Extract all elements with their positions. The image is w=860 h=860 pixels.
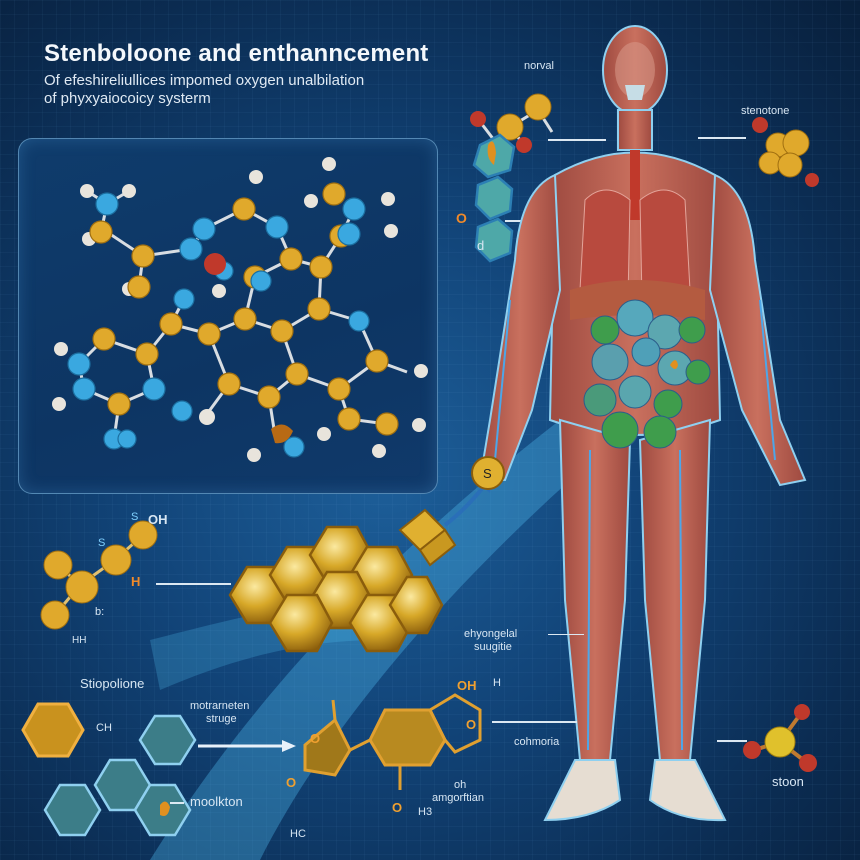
- struct-o-left: O: [310, 731, 321, 746]
- label-stoon: stoon: [772, 774, 804, 789]
- struct-o-bottom: O: [392, 800, 403, 815]
- label-ch: CH: [96, 722, 112, 734]
- chain-s1-label: S: [131, 511, 139, 523]
- anatomical-body-figure: [478, 25, 807, 822]
- struct-oh-top: OH: [457, 678, 477, 693]
- chain-molecule-icon: [40, 520, 158, 630]
- arrow-right-icon: [198, 740, 296, 752]
- leader-line: [493, 721, 543, 722]
- leader-line: [170, 802, 184, 804]
- molecule-panel: [18, 138, 438, 494]
- chain-b-label: b:: [95, 606, 105, 618]
- fused-ring-molecule-icon: [21, 702, 197, 837]
- structural-formula-icon: [303, 693, 482, 790]
- leader-line: [717, 740, 747, 742]
- page-title: Stenboloone and enthanncement: [44, 40, 429, 67]
- leader-line: [548, 634, 584, 635]
- leader-line: [505, 220, 525, 222]
- label-struge: struge: [206, 713, 237, 725]
- struct-caption-oh: oh: [454, 779, 467, 791]
- struct-o-left2: O: [286, 775, 297, 790]
- arrow-to-hand-icon: S: [443, 456, 505, 527]
- ball-and-stick-molecule-icon: [52, 157, 428, 462]
- subtitle-line-2: of phyxyaiocoicy systerm: [44, 90, 211, 107]
- svg-text:S: S: [483, 466, 492, 481]
- label-stenotone: stenotone: [741, 105, 790, 117]
- struct-hc: HC: [290, 828, 306, 840]
- struct-h-top: H: [493, 677, 501, 689]
- label-suugitie: suugitie: [474, 641, 512, 653]
- label-stiopolione: Stiopolione: [80, 676, 145, 691]
- label-motrarneten: motrarneten: [190, 700, 250, 712]
- label-norval: norval: [524, 60, 554, 72]
- struct-o-right: O: [466, 717, 477, 732]
- honeycomb-icon: [228, 525, 444, 653]
- chain-h-label: H: [131, 574, 141, 589]
- cluster-molecule-icon: [752, 117, 819, 187]
- leader-line: [492, 721, 577, 723]
- label-cohmoria: cohmoria: [514, 736, 560, 748]
- chain-hh-label: HH: [72, 635, 87, 646]
- leader-line: [548, 139, 606, 141]
- struct-h3: H3: [418, 806, 433, 818]
- oxygen-atom-icon: [204, 253, 226, 275]
- chain-oh-label: OH: [148, 512, 168, 527]
- gold-cube-icon: [398, 508, 457, 567]
- leader-line: [156, 583, 231, 585]
- chain-s2-label: S: [98, 537, 106, 549]
- tetrahedral-molecule-icon: [743, 704, 817, 772]
- ring-d-mark: d: [477, 238, 485, 253]
- cell-cluster-icon: [583, 299, 711, 449]
- ring-o-mark: O: [456, 210, 467, 226]
- struct-caption-amgorftian: amgorftian: [432, 792, 484, 804]
- label-moolkton: moolkton: [190, 794, 243, 809]
- subtitle-line-1: Of efeshireliullices impomed oxygen unal…: [44, 72, 365, 89]
- hexagon-chain-molecule-icon: [470, 93, 554, 263]
- label-ehyongelal: ehyongelal: [464, 628, 518, 640]
- arrow-right-icon: [698, 137, 746, 139]
